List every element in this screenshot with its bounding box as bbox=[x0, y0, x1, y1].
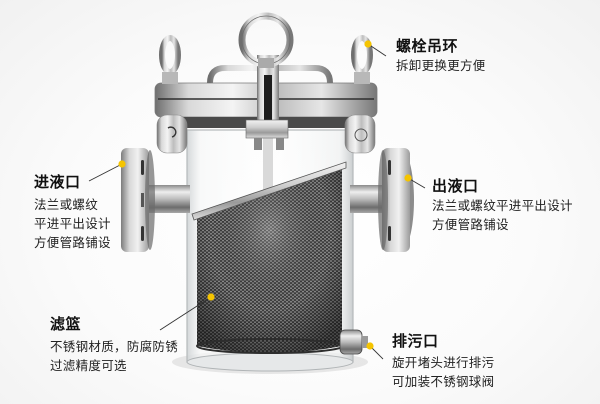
callout-bolt-ring: 螺栓吊环 拆卸更换更方便 bbox=[396, 36, 486, 75]
center-eye-bolt bbox=[238, 12, 294, 68]
bolt-ring-dot bbox=[364, 40, 372, 48]
callout-desc: 方便管路铺设 bbox=[432, 217, 509, 232]
callout-desc: 旋开堵头进行排污 bbox=[392, 355, 495, 370]
callout-desc: 拆卸更换更方便 bbox=[396, 58, 486, 73]
callout-outlet: 出液口 法兰或螺纹平进平出设计 方便管路铺设 bbox=[432, 176, 573, 234]
left-eye-bolt bbox=[159, 35, 181, 84]
right-eye-bolt bbox=[351, 35, 373, 84]
callout-drain: 排污口 旋开堵头进行排污 可加装不锈钢球阀 bbox=[392, 331, 494, 391]
drain-dot bbox=[366, 342, 374, 350]
inlet-pipe bbox=[121, 148, 190, 252]
callout-desc: 平进平出设计 bbox=[34, 216, 111, 231]
filter-basket bbox=[191, 161, 347, 354]
callout-basket: 滤篮 不锈钢材质，防腐防锈 过滤精度可选 bbox=[50, 314, 178, 375]
outlet-pipe bbox=[350, 148, 414, 252]
callout-title: 滤篮 bbox=[50, 315, 82, 333]
callout-title: 出液口 bbox=[432, 177, 479, 195]
drain-plug bbox=[339, 329, 368, 355]
callout-desc: 过滤精度可选 bbox=[50, 358, 127, 373]
callout-desc: 可加装不锈钢球阀 bbox=[392, 374, 495, 389]
callout-desc: 法兰或螺纹平进平出设计 bbox=[432, 198, 573, 213]
callout-title: 进液口 bbox=[34, 173, 81, 191]
callout-desc: 法兰或螺纹 bbox=[34, 197, 99, 212]
outlet-dot bbox=[404, 174, 412, 182]
callout-desc: 方便管路铺设 bbox=[34, 235, 111, 250]
center-rod bbox=[263, 95, 273, 205]
basket-dot bbox=[207, 293, 215, 301]
callout-title: 螺栓吊环 bbox=[396, 37, 459, 55]
inlet-dot bbox=[118, 160, 126, 168]
callout-title: 排污口 bbox=[392, 332, 439, 350]
callout-desc: 不锈钢材质，防腐防锈 bbox=[50, 339, 179, 354]
callout-markers bbox=[88, 40, 426, 360]
callout-inlet: 进液口 法兰或螺纹 平进平出设计 方便管路铺设 bbox=[34, 172, 111, 252]
